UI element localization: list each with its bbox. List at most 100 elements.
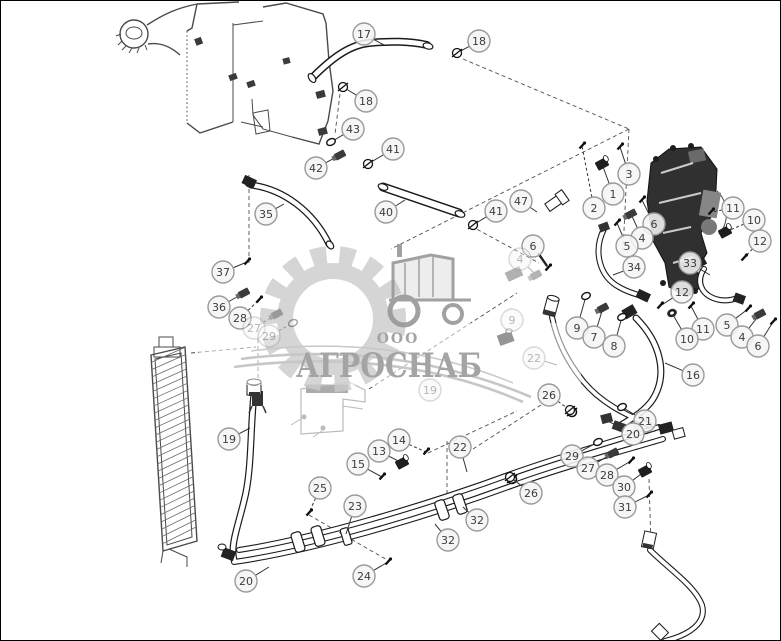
callout-30: 30 [612,462,653,499]
svg-text:28: 28 [233,312,247,325]
callout-41: 41 [362,137,405,170]
svg-text:16: 16 [686,369,700,382]
oil-cooler [150,336,198,567]
svg-text:10: 10 [747,214,761,227]
callout-13: 13 [367,439,410,470]
watermark-company-name: АГРОСНАБ [296,346,482,386]
callout-24: 24 [352,557,393,588]
svg-text:23: 23 [348,500,362,513]
callout-10: 10 [717,208,766,239]
svg-text:20: 20 [626,428,640,441]
callout-9: 9 [565,291,591,340]
svg-text:12: 12 [675,286,689,299]
callout-1: 1 [594,155,625,206]
callout-17: 17 [352,22,385,46]
svg-text:22: 22 [453,441,467,454]
svg-text:36: 36 [212,301,226,314]
callout-29: 29 [257,318,298,348]
callout-25: 25 [305,476,332,517]
svg-text:18: 18 [359,95,373,108]
callout-3: 3 [616,142,641,186]
svg-text:6: 6 [755,340,762,353]
svg-text:29: 29 [262,330,276,343]
watermark: ООО АГРОСНАБ [199,244,581,404]
svg-text:40: 40 [379,206,393,219]
svg-text:6: 6 [530,240,537,253]
svg-text:5: 5 [624,240,631,253]
svg-text:32: 32 [470,514,484,527]
callout-16: 16 [664,362,705,387]
svg-text:21: 21 [638,415,652,428]
callout-22: 22 [448,435,472,473]
engine-bracket-ghost [290,381,366,438]
callout-27: 27 [242,308,284,340]
svg-text:24: 24 [357,570,371,583]
callout-8: 8 [602,312,627,358]
reservoir-outline [115,1,334,145]
svg-text:32: 32 [441,534,455,547]
callout-2: 2 [578,141,606,220]
callout-7: 7 [582,302,610,349]
svg-text:4: 4 [739,331,746,344]
svg-text:6: 6 [651,218,658,231]
svg-text:7: 7 [591,331,598,344]
svg-text:42: 42 [309,162,323,175]
callout-18: 18 [337,81,378,113]
callout-6: 6 [746,317,778,358]
callout-12: 12 [740,229,772,262]
svg-text:26: 26 [524,487,538,500]
svg-text:34: 34 [627,261,641,274]
callout-41: 41 [467,199,508,231]
callout-36: 36 [207,287,251,319]
watermark-company-prefix: ООО [377,331,420,347]
svg-text:1: 1 [610,188,617,201]
svg-text:27: 27 [581,462,595,475]
svg-text:4: 4 [639,232,646,245]
callout-6: 6 [521,234,553,272]
callout-20: 20 [605,419,645,446]
svg-text:4: 4 [517,253,524,266]
svg-text:25: 25 [313,482,327,495]
callout-32: 32 [462,506,489,532]
svg-text:9: 9 [574,322,581,335]
callout-20: 20 [234,566,270,593]
svg-text:31: 31 [618,501,632,514]
watermark-gear-icon [260,246,406,392]
svg-text:22: 22 [527,352,541,365]
svg-text:15: 15 [351,458,365,471]
callout-40: 40 [374,199,406,224]
svg-text:19: 19 [222,433,236,446]
callout-9: 9 [500,308,524,332]
svg-text:29: 29 [565,450,579,463]
callout-19: 19 [217,427,251,451]
svg-text:20: 20 [239,575,253,588]
callout-37: 37 [211,257,252,284]
callout-29: 29 [560,437,603,468]
svg-text:28: 28 [600,469,614,482]
svg-text:41: 41 [489,205,503,218]
callout-22: 22 [522,346,558,370]
svg-text:11: 11 [726,202,740,215]
svg-text:43: 43 [346,123,360,136]
svg-text:47: 47 [514,195,528,208]
callout-31: 31 [613,490,654,519]
svg-text:19: 19 [423,384,437,397]
callout-28: 28 [595,456,636,487]
callout-26: 26 [504,471,543,505]
callout-32: 32 [434,523,460,552]
callout-35: 35 [254,202,285,226]
callout-4: 4 [508,247,543,282]
callout-11: 11 [707,196,745,220]
svg-text:14: 14 [392,434,406,447]
callout-5: 5 [613,218,639,258]
callout-19: 19 [418,378,442,402]
callout-43: 43 [326,117,365,147]
svg-text:11: 11 [696,323,710,336]
callout-14: 14 [387,428,431,456]
svg-text:30: 30 [617,481,631,494]
svg-text:26: 26 [542,389,556,402]
svg-text:5: 5 [724,319,731,332]
callout-18: 18 [451,29,491,59]
